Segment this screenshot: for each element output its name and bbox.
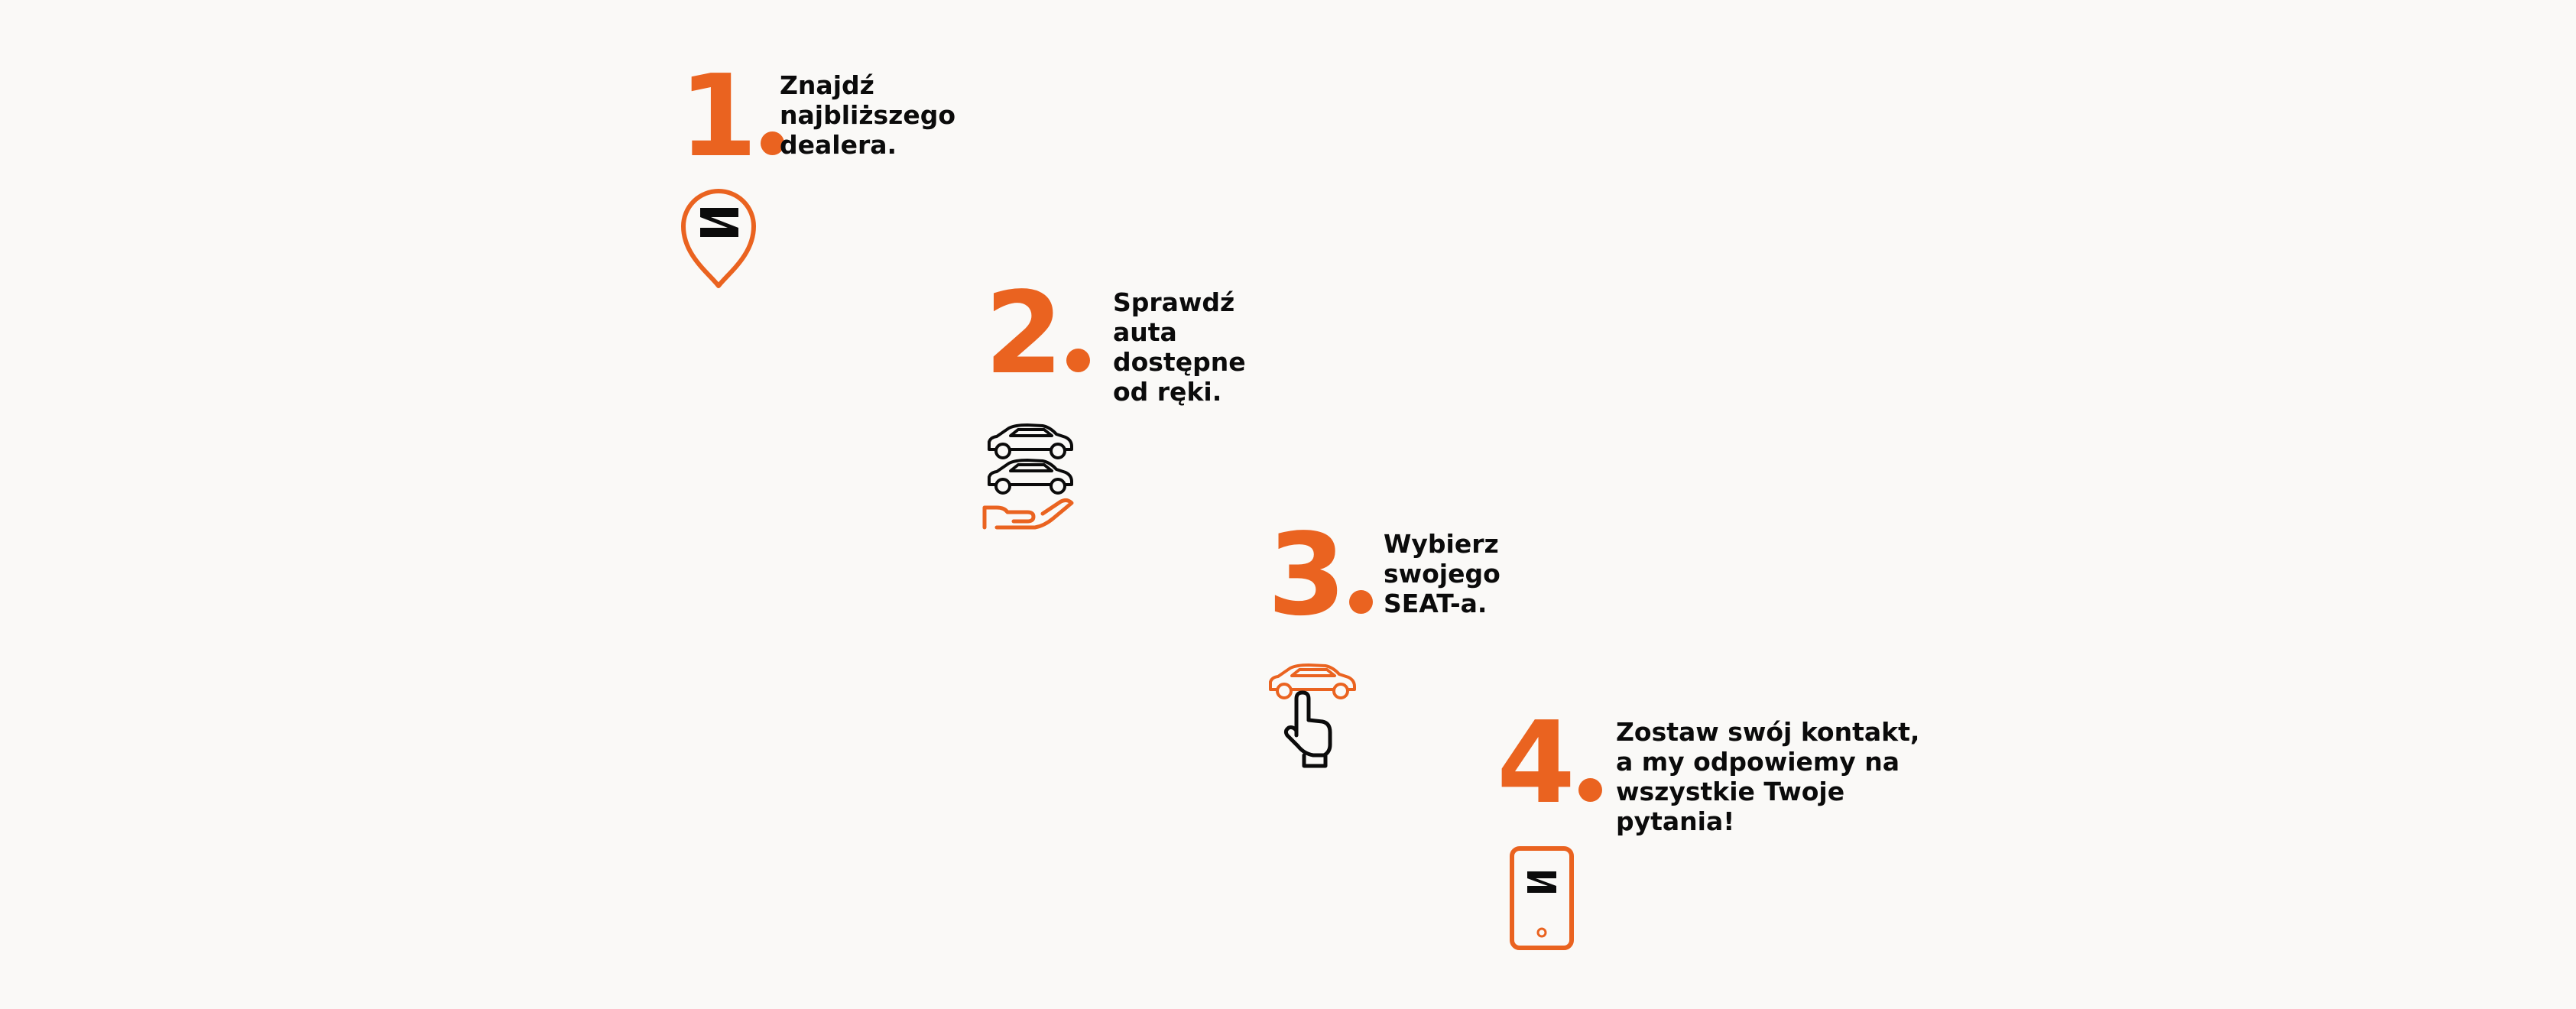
step-3: 3 Wybierz swojego SEAT-a. — [1267, 518, 1588, 778]
cars-on-hand-icon — [981, 423, 1076, 532]
car-finger-tap-icon — [1266, 662, 1361, 769]
step-2: 2 Sprawdź auta dostępne od ręki. — [982, 277, 1306, 537]
step-number-dot — [1578, 778, 1602, 802]
step-1: 1 Znajdź najbliższego dealera. — [679, 60, 1000, 289]
location-pin-seat-logo-icon — [679, 188, 758, 290]
step-4: 4 Zostaw swój kontakt, a my odpowiemy na… — [1497, 706, 1925, 966]
step-4-text: Zostaw swój kontakt, a my odpowiemy na w… — [1616, 717, 1920, 836]
step-1-text: Znajdź najbliższego dealera. — [780, 70, 956, 160]
step-2-number: 2 — [985, 277, 1090, 390]
step-1-number: 1 — [679, 60, 784, 173]
smartphone-seat-logo-icon — [1509, 845, 1575, 951]
step-number-dot — [1066, 349, 1090, 372]
step-3-text: Wybierz swojego SEAT-a. — [1384, 529, 1501, 618]
step-2-text: Sprawdź auta dostępne od ręki. — [1113, 287, 1246, 407]
step-number-dot — [760, 131, 784, 155]
step-3-number: 3 — [1267, 518, 1373, 631]
step-number-dot — [1348, 590, 1373, 614]
step-4-number: 4 — [1497, 706, 1602, 819]
